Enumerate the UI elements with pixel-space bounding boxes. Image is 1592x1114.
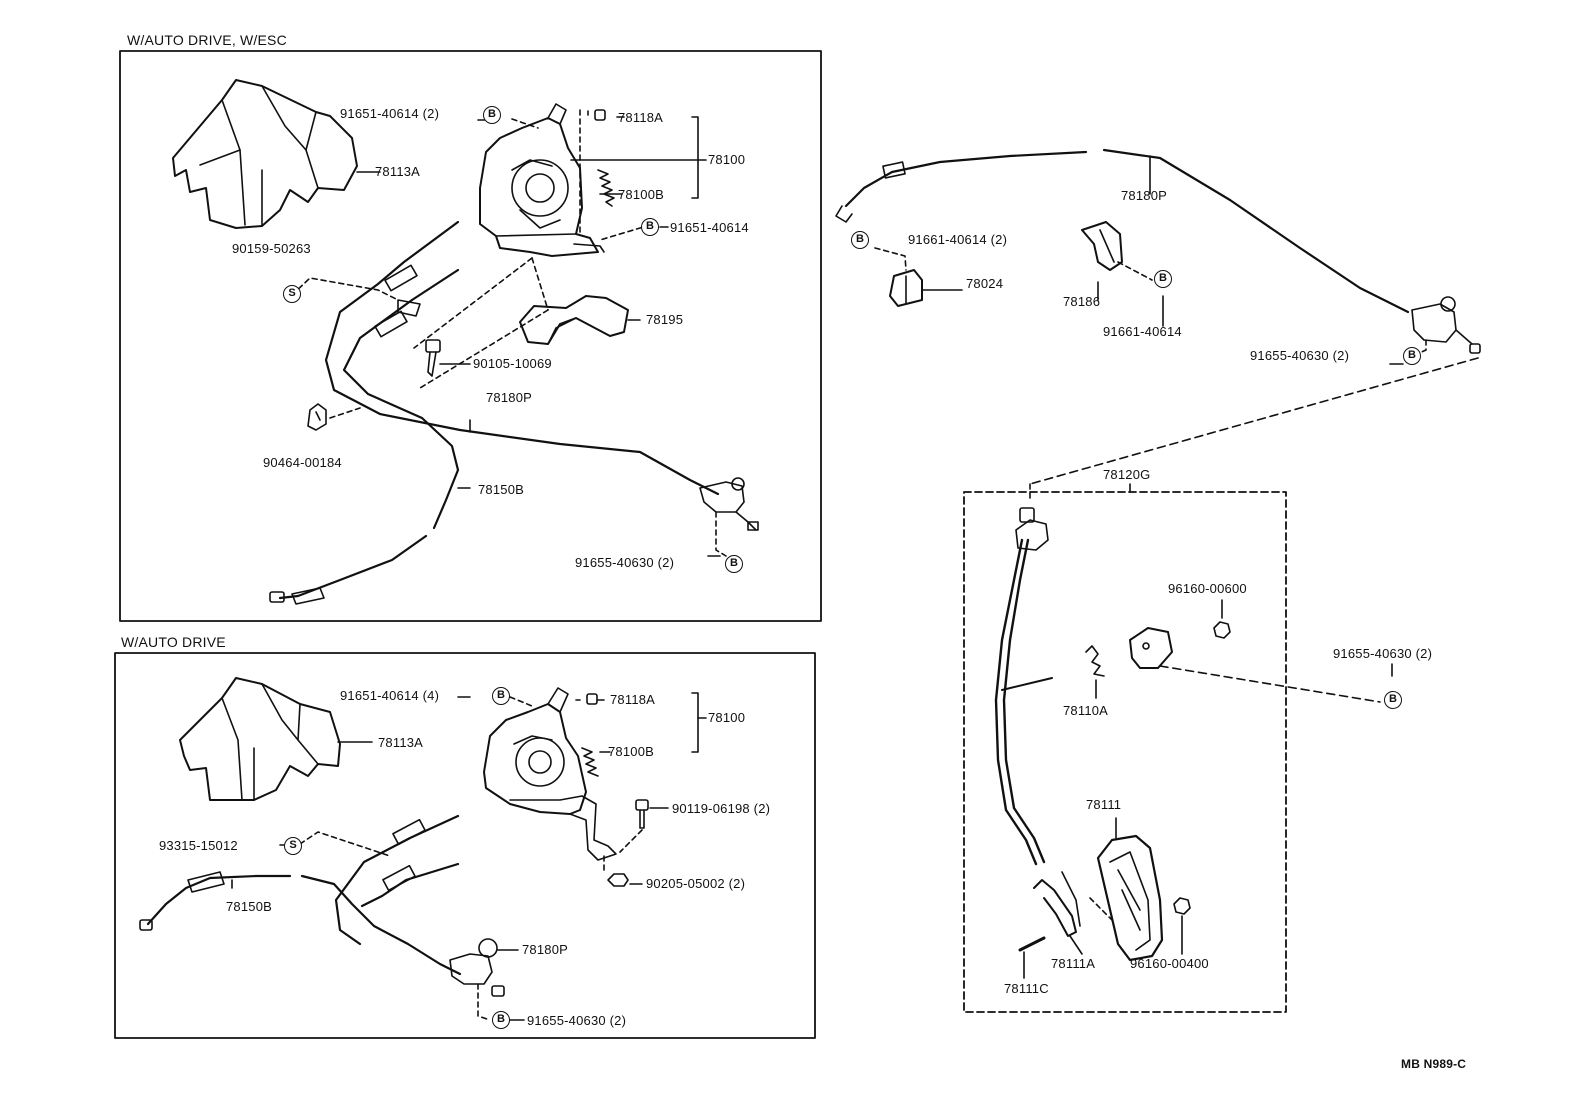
nut-78118a-bottom [586, 693, 598, 705]
nut-96160-00400 [1173, 897, 1191, 915]
bracket-78195-top [519, 295, 629, 345]
label-90119-06198-2-bottom: 90119-06198 (2) [672, 801, 771, 816]
label-78118a-bottom: 78118A [610, 692, 656, 707]
bolt-marker-b: B [1403, 347, 1421, 365]
bracket-78186-right [1081, 221, 1123, 271]
actuator-78100-top [479, 103, 605, 257]
spring-78110a [1085, 645, 1105, 677]
cable-78150b-top [342, 268, 460, 530]
cable-78180p-right [844, 150, 1088, 208]
throttle-fitting-top [699, 477, 759, 531]
pedal-assembly-frame [963, 491, 1287, 1013]
cover-78113a-bottom [179, 677, 341, 801]
bolt-marker-b: B [641, 218, 659, 236]
screw-marker-s: S [284, 837, 302, 855]
drawing-code: MB N989-C [1401, 1057, 1467, 1071]
label-78024-right: 78024 [966, 276, 1004, 291]
label-91655-40630-2-right-top: 91655-40630 (2) [1250, 348, 1350, 363]
bolt-marker-b: B [1384, 691, 1402, 709]
bolt-marker-b: B [492, 1011, 510, 1029]
throttle-fitting-bottom [449, 938, 505, 997]
label-78150b-bottom: 78150B [226, 899, 273, 914]
bolt-marker-b: B [492, 687, 510, 705]
bolt-90119-06198-bottom [635, 799, 649, 829]
label-78150b-top: 78150B [478, 482, 525, 497]
nut-90205-05002-bottom [607, 873, 629, 887]
pedal-pad-78111 [1096, 834, 1164, 962]
label-78111c-right: 78111C [1004, 981, 1049, 996]
pedal-stopper-plate [1129, 627, 1173, 669]
label-78113a-bottom: 78113A [378, 735, 424, 750]
pedal-top-bushing [1015, 519, 1049, 551]
label-91651-40614-2-top: 91651-40614 (2) [340, 106, 440, 121]
label-78111-right: 78111 [1086, 797, 1122, 812]
bolt-90105-10069-top [425, 339, 441, 377]
label-78195-top: 78195 [646, 312, 684, 327]
label-78180p-bottom: 78180P [522, 942, 569, 957]
label-78111a-right: 78111A [1051, 956, 1096, 971]
label-96160-00400-right: 96160-00400 [1130, 956, 1209, 971]
label-90464-00184-top: 90464-00184 [263, 455, 342, 470]
cable-78150b-bottom [146, 874, 292, 926]
label-91655-40630-2-right-mid: 91655-40630 (2) [1333, 646, 1433, 661]
section-title-auto-drive: W/AUTO DRIVE [121, 634, 226, 650]
label-78100b-top: 78100B [618, 187, 665, 202]
label-91655-40630-2-bottom: 91655-40630 (2) [527, 1013, 627, 1028]
actuator-78100-bottom [483, 687, 617, 861]
label-78110a-right: 78110A [1063, 703, 1109, 718]
label-91661-40614-2-right: 91661-40614 (2) [908, 232, 1008, 247]
label-90205-05002-2-bottom: 90205-05002 (2) [646, 876, 746, 891]
label-91651-40614-4-bottom: 91651-40614 (4) [340, 688, 440, 703]
cable-78180p-top [324, 220, 720, 496]
label-78186-right: 78186 [1063, 294, 1101, 309]
label-78100-top: 78100 [708, 152, 746, 167]
pin-78111c [1018, 936, 1046, 952]
bolt-marker-b: B [725, 555, 743, 573]
bolt-marker-b: B [851, 231, 869, 249]
label-91661-40614-right: 91661-40614 [1103, 324, 1182, 339]
label-91655-40630-2-top: 91655-40630 (2) [575, 555, 675, 570]
spring-78100b-bottom [581, 747, 599, 777]
label-78180p-right: 78180P [1121, 188, 1168, 203]
label-78113a-top: 78113A [375, 164, 421, 179]
cover-78113a-top [172, 79, 358, 229]
label-91651-40614-top: 91651-40614 [670, 220, 749, 235]
spring-78100b-top [597, 169, 615, 207]
hook-78111a [1033, 879, 1077, 937]
bottom-left-frame [114, 652, 816, 1039]
nut-96160-00600 [1213, 621, 1231, 639]
label-78100-bottom: 78100 [708, 710, 746, 725]
label-90105-10069-top: 90105-10069 [473, 356, 552, 371]
bolt-marker-b: B [483, 106, 501, 124]
nut-78118a-top [594, 109, 606, 121]
top-left-frame [119, 50, 822, 622]
label-78100b-bottom: 78100B [608, 744, 655, 759]
label-90159-50263-top: 90159-50263 [232, 241, 311, 256]
label-96160-00600-right: 96160-00600 [1168, 581, 1247, 596]
bolt-marker-b: B [1154, 270, 1172, 288]
throttle-fitting-right [1411, 296, 1481, 354]
label-78180p-top: 78180P [486, 390, 533, 405]
label-78118a-top: 78118A [618, 110, 664, 125]
bracket-78024-right [889, 269, 923, 307]
label-93315-15012-bottom: 93315-15012 [159, 838, 238, 853]
clip-90464-00184-top [307, 403, 327, 431]
pedal-arm [1002, 538, 1046, 864]
label-78120g-right: 78120G [1103, 467, 1151, 482]
screw-marker-s: S [283, 285, 301, 303]
section-title-auto-drive-esc: W/AUTO DRIVE, W/ESC [127, 32, 287, 48]
